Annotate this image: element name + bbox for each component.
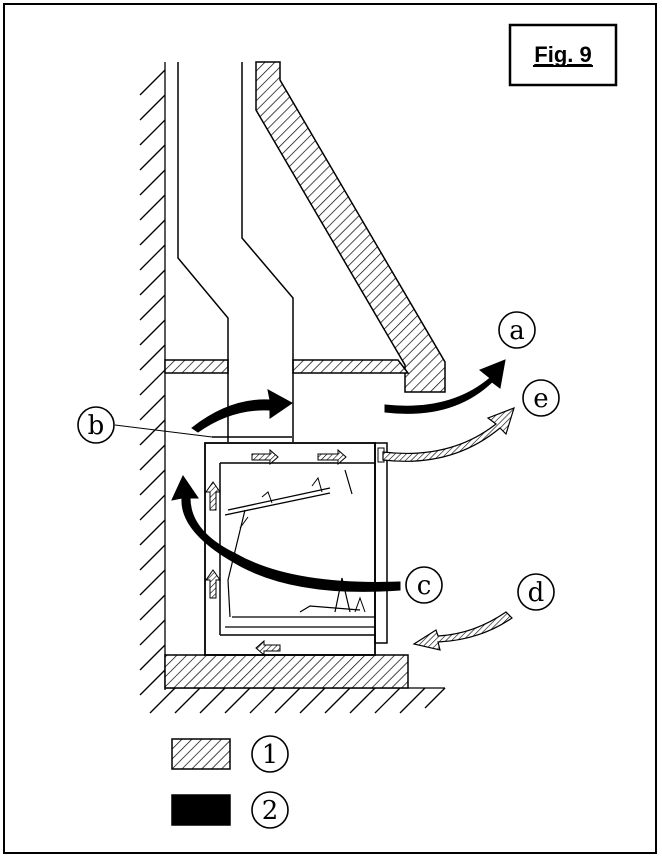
ceiling-slab [164, 359, 229, 374]
legend-swatch-hatched [171, 738, 231, 770]
svg-text:a: a [509, 316, 525, 346]
label-d: d [517, 573, 555, 611]
ceiling-slab-right [292, 359, 410, 374]
label-e: e [522, 379, 560, 417]
left-wall [139, 62, 166, 696]
hatched-arrow-e [382, 406, 515, 462]
svg-text:d: d [528, 578, 545, 608]
legend-item-solid: 2 [171, 791, 289, 829]
page-frame [3, 3, 657, 854]
solid-arrow-c [171, 474, 401, 592]
floor [149, 687, 446, 714]
svg-text:c: c [417, 571, 432, 601]
internal-flow-arrows [205, 448, 347, 657]
label-b: b [77, 406, 115, 444]
solid-arrow-a [384, 359, 506, 414]
svg-text:e: e [533, 384, 548, 414]
base-plinth [164, 654, 409, 689]
chimney-hood [255, 61, 446, 393]
leader-line-b [114, 424, 213, 438]
legend-number-1: 1 [262, 740, 279, 770]
label-a: a [498, 311, 536, 349]
label-c: c [405, 566, 443, 604]
legend-item-hatched: 1 [171, 735, 289, 773]
legend-swatch-solid [171, 794, 231, 826]
leader-line-c [369, 587, 401, 591]
hatched-arrow-d [412, 611, 513, 651]
legend-number-2: 2 [262, 796, 279, 826]
svg-text:b: b [88, 411, 105, 441]
figure-title-box: Fig. 9 [508, 23, 618, 87]
flue-pipe [177, 62, 294, 442]
stove-body [204, 436, 388, 656]
figure-title: Fig. 9 [534, 42, 591, 67]
solid-arrow-b [191, 389, 293, 433]
legend: 1 2 [171, 735, 289, 829]
